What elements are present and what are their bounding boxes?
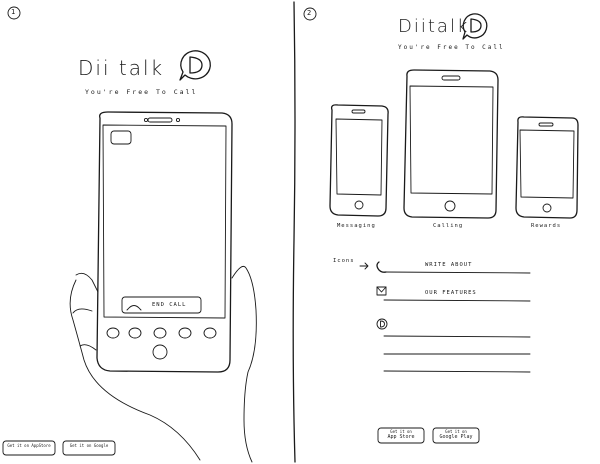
- end-call-label: END CALL: [152, 302, 187, 308]
- device-label-rewards: Rewards: [531, 223, 562, 229]
- icons-arrow: [359, 262, 369, 270]
- panel-divider: [292, 1, 296, 463]
- feature-link-our-features[interactable]: OUR FEATURES: [425, 290, 477, 296]
- hand-sketch: [69, 265, 257, 463]
- phone-calling: [403, 69, 499, 219]
- icons-label: Icons: [333, 258, 355, 264]
- app-name: Dii talk: [78, 56, 165, 80]
- phone-messaging: [329, 104, 389, 217]
- envelope-icon: [376, 286, 387, 296]
- logo-bubble-2: [462, 13, 488, 40]
- panel-number-circle-2: [303, 7, 317, 21]
- logo-bubble: [179, 50, 211, 81]
- appstore-button-2[interactable]: Get it on App Store: [378, 428, 424, 443]
- end-call-icon: [126, 305, 142, 311]
- phone-icon: [376, 261, 387, 273]
- panel-number-circle: [7, 6, 21, 20]
- appstore-line1: Get it on: [390, 429, 412, 434]
- googleplay-button-outline-2: [432, 427, 480, 444]
- appstore-line2: App Store: [387, 434, 415, 440]
- end-call-button[interactable]: END CALL: [122, 297, 201, 313]
- phone-large: [96, 111, 233, 373]
- panel-number-2: 2: [307, 9, 312, 17]
- appstore-label: Get it on AppStore: [7, 443, 51, 448]
- phone-rewards: [515, 116, 579, 219]
- tagline-2: You're Free To Call: [398, 44, 505, 51]
- end-call-button-outline: [121, 296, 202, 314]
- googleplay-button-2[interactable]: Get it on Google Play: [433, 428, 479, 443]
- d-logo-icon: [376, 318, 388, 330]
- panel-number: 1: [11, 8, 16, 16]
- googleplay-line2: Google Play: [439, 434, 473, 440]
- tagline: You're Free To Call: [85, 88, 198, 96]
- device-label-messaging: Messaging: [337, 223, 376, 229]
- google-button-outline-1: [62, 440, 116, 456]
- google-label: Get it on Google: [69, 443, 109, 448]
- googleplay-line1: Get it on: [445, 429, 467, 434]
- appstore-button-outline-1: [2, 440, 56, 456]
- app-name-2: Diitalk: [398, 16, 470, 37]
- google-button[interactable]: Get it on Google: [63, 441, 115, 455]
- feature-link-write-about[interactable]: WRITE ABOUT: [425, 262, 473, 268]
- appstore-button-outline-2: [377, 427, 425, 444]
- device-label-calling: Calling: [433, 223, 464, 229]
- appstore-button[interactable]: Get it on AppStore: [3, 441, 55, 455]
